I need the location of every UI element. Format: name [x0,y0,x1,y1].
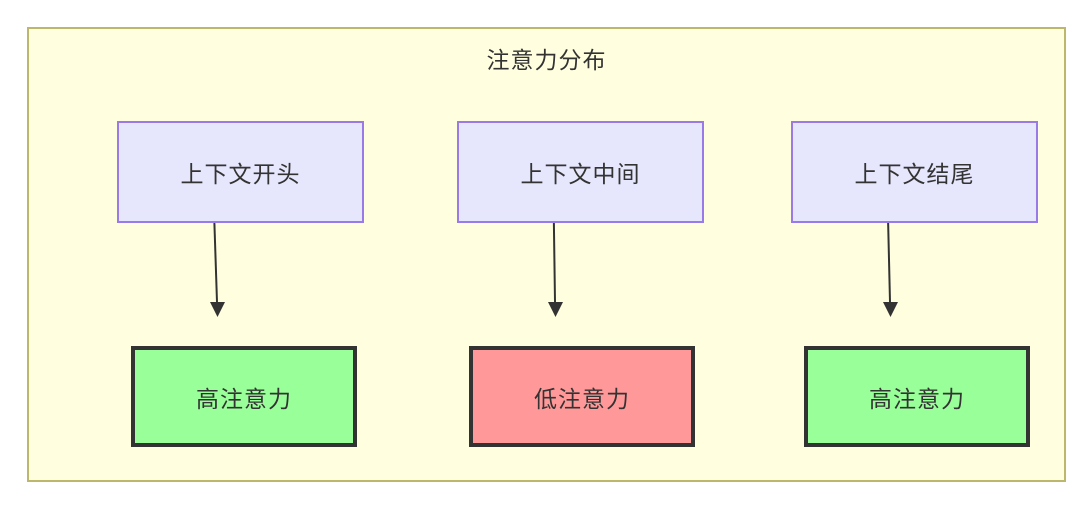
node-attention-end-label: 高注意力 [869,385,965,412]
node-context-middle-label: 上下文中间 [520,161,641,187]
node-attention-start-label: 高注意力 [196,385,292,412]
node-context-start[interactable]: 上下文开头 [117,121,364,223]
subgraph-title: 注意力分布 [486,47,607,73]
node-context-start-label: 上下文开头 [180,161,301,187]
node-context-middle[interactable]: 上下文中间 [457,121,704,223]
node-attention-middle-label: 低注意力 [534,385,630,412]
edge-layer [210,195,898,317]
diagram-canvas: 注意力分布 上下文开头 上下文中间 上下文结尾 [27,27,1066,482]
node-context-end[interactable]: 上下文结尾 [791,121,1038,223]
node-context-end-label: 上下文结尾 [854,161,975,187]
node-attention-start[interactable]: 高注意力 [131,346,357,447]
node-attention-middle[interactable]: 低注意力 [469,346,695,447]
attention-distribution-subgraph: 注意力分布 上下文开头 上下文中间 上下文结尾 [27,27,1066,482]
node-attention-end[interactable]: 高注意力 [804,346,1030,447]
